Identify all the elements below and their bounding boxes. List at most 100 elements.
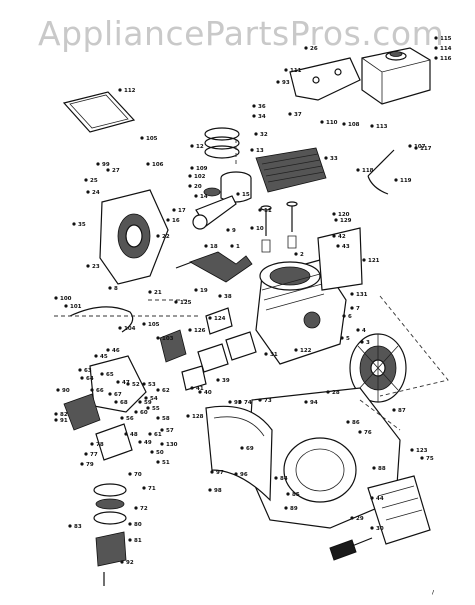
- part-label-95: 95: [234, 400, 242, 406]
- part-label-109: 109: [196, 166, 208, 172]
- fastener-dot: [228, 400, 232, 404]
- fastener-dot: [204, 244, 208, 248]
- part-label-103: 103: [162, 336, 174, 342]
- fastener-dot: [128, 522, 132, 526]
- part-label-25: 25: [90, 178, 98, 184]
- fastener-dot: [86, 190, 90, 194]
- part-label-83: 83: [74, 524, 82, 530]
- part-label-66: 66: [96, 388, 104, 394]
- part-label-126: 126: [194, 328, 206, 334]
- part-label-19: 19: [200, 288, 208, 294]
- part-label-9: 9: [232, 228, 236, 234]
- fastener-dot: [156, 460, 160, 464]
- fastener-dot: [434, 36, 438, 40]
- fastener-dot: [86, 264, 90, 268]
- fastener-dot: [118, 326, 122, 330]
- part-label-55: 55: [152, 406, 160, 412]
- part-label-63: 63: [84, 368, 92, 374]
- part-label-35: 35: [78, 222, 86, 228]
- fastener-dot: [124, 432, 128, 436]
- breather-tube: [367, 149, 395, 195]
- fastener-dot: [84, 178, 88, 182]
- fastener-dot: [64, 304, 68, 308]
- part-label-116: 116: [440, 56, 452, 62]
- part-label-43: 43: [342, 244, 350, 250]
- fastener-dot: [166, 218, 170, 222]
- part-label-48: 48: [130, 432, 138, 438]
- fastener-dot: [254, 132, 258, 136]
- part-label-33: 33: [330, 156, 338, 162]
- fastener-dot: [160, 442, 164, 446]
- part-label-105: 105: [146, 136, 158, 142]
- part-label-65: 65: [106, 372, 114, 378]
- part-label-78: 78: [96, 442, 104, 448]
- fastener-dot: [190, 386, 194, 390]
- part-label-115: 115: [440, 36, 452, 42]
- fastener-dot: [174, 300, 178, 304]
- piston-rings: [204, 127, 240, 159]
- fastener-dot: [90, 388, 94, 392]
- part-label-28: 28: [332, 390, 340, 396]
- part-label-12: 12: [196, 144, 204, 150]
- watermark-text: AppliancePartsPros.com: [38, 14, 445, 53]
- fastener-dot: [234, 472, 238, 476]
- part-label-39: 39: [222, 378, 230, 384]
- fastener-dot: [142, 322, 146, 326]
- part-label-130: 130: [166, 442, 178, 448]
- blower-housing: [247, 387, 401, 529]
- fastener-dot: [434, 46, 438, 50]
- part-label-75: 75: [426, 456, 434, 462]
- fastener-dot: [188, 174, 192, 178]
- part-label-56: 56: [126, 416, 134, 422]
- part-label-49: 49: [144, 440, 152, 446]
- fastener-dot: [68, 524, 72, 528]
- fastener-dot: [106, 168, 110, 172]
- gasket-card: [62, 91, 136, 133]
- fastener-dot: [126, 382, 130, 386]
- fastener-dot: [108, 392, 112, 396]
- part-label-98: 98: [214, 488, 222, 494]
- fastener-dot: [218, 294, 222, 298]
- fastener-dot: [350, 292, 354, 296]
- fastener-markers: [54, 36, 438, 564]
- part-label-30: 30: [376, 526, 384, 532]
- fastener-dot: [90, 442, 94, 446]
- part-label-59: 59: [144, 400, 152, 406]
- part-label-96: 96: [240, 472, 248, 478]
- fastener-dot: [304, 400, 308, 404]
- fastener-dot: [56, 388, 60, 392]
- fastener-dot: [156, 234, 160, 238]
- fastener-dot: [420, 456, 424, 460]
- crankcase-cover: [99, 189, 169, 285]
- part-label-120: 120: [338, 212, 350, 218]
- fastener-dot: [226, 228, 230, 232]
- part-label-70: 70: [134, 472, 142, 478]
- part-label-11: 11: [264, 208, 272, 214]
- part-label-100: 100: [60, 296, 72, 302]
- fastener-dot: [414, 146, 418, 150]
- part-label-64: 64: [86, 376, 94, 382]
- part-label-47: 47: [122, 380, 130, 386]
- fastener-dot: [80, 462, 84, 466]
- fastener-dot: [96, 162, 100, 166]
- fastener-dot: [118, 88, 122, 92]
- fastener-dot: [370, 526, 374, 530]
- part-label-1: 1: [236, 244, 240, 250]
- part-label-125: 125: [180, 300, 192, 306]
- part-label-3: 3: [366, 340, 370, 346]
- part-label-20: 20: [194, 184, 202, 190]
- part-label-73: 73: [264, 398, 272, 404]
- fastener-dot: [138, 440, 142, 444]
- part-label-90: 90: [62, 388, 70, 394]
- part-label-81: 81: [134, 538, 142, 544]
- part-label-101: 101: [70, 304, 82, 310]
- carburetor: [63, 355, 147, 461]
- part-label-58: 58: [162, 416, 170, 422]
- fastener-dot: [370, 496, 374, 500]
- part-label-10: 10: [256, 226, 264, 232]
- part-label-36: 36: [258, 104, 266, 110]
- part-label-37: 37: [294, 112, 302, 118]
- fastener-dot: [294, 252, 298, 256]
- part-label-23: 23: [92, 264, 100, 270]
- part-label-107: 107: [414, 144, 426, 150]
